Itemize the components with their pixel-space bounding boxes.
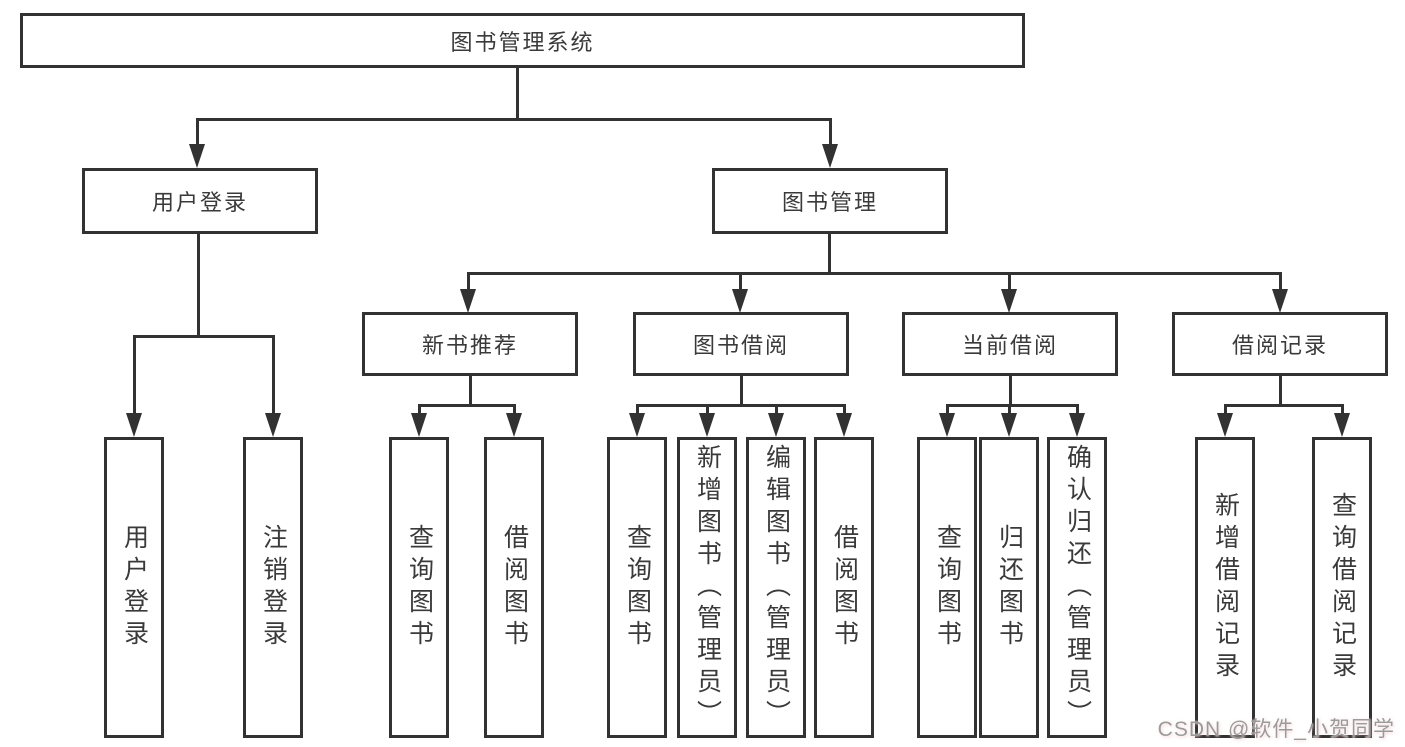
arrowhead-leaf [506,413,522,437]
leaf-label: 新增借阅记录 [1211,491,1240,684]
node-borrow-record: 借阅记录 [1172,312,1388,376]
node-label: 图书借阅 [692,333,789,358]
arrowhead-leaf [939,413,955,437]
connector-current-borrow-stem [1009,375,1012,407]
connector-user-login-stem [197,233,200,337]
connector-drop-book-borrow [739,272,742,292]
leaf-confirm-return-admin: 确认归还（管理员） [1047,437,1107,738]
arrowhead-borrow-record [1272,289,1288,313]
leaf-label: 确认归还（管理员） [1063,443,1092,732]
connector-drop-leaf [636,404,639,418]
connector-drop-leaf [706,404,709,418]
connector-drop-new-book [467,272,470,292]
node-book-mgmt: 图书管理 [712,168,948,234]
leaf-return-books: 归还图书 [979,437,1039,738]
connector-drop-leaf [1076,404,1079,418]
node-library-management-system: 图书管理系统 [20,13,1025,68]
leaf-label: 注销登录 [259,523,288,652]
leaf-borrow-books-newbook: 借阅图书 [484,437,544,738]
connector-drop-book-mgmt [829,118,832,148]
connector-book-mgmt-stem [828,233,831,275]
connector-book-borrow-bar [636,404,845,407]
connector-drop-leaf [513,404,516,418]
connector-level2-bar [467,272,1282,275]
leaf-label: 用户登录 [120,523,149,652]
leaf-borrow-books: 借阅图书 [814,437,874,738]
node-book-borrow: 图书借阅 [633,312,849,376]
connector-borrow-record-bar [1224,404,1343,407]
node-label: 图书管理系统 [450,29,595,55]
connector-drop-leaf [418,404,421,418]
csdn-watermark: CSDN @软件_小贺同学 [1157,718,1395,741]
node-user-login: 用户登录 [82,168,318,234]
node-label: 用户登录 [151,190,248,215]
connector-drop-leaf [1224,404,1227,418]
leaf-label: 查询图书 [623,523,652,652]
arrowhead-leaf [1001,413,1017,437]
leaf-query-books-newbook: 查询图书 [389,437,449,738]
connector-drop-login-leaf [133,335,136,415]
leaf-label: 新增图书（管理员） [693,443,722,732]
arrowhead-leaf [1334,413,1350,437]
connector-drop-leaf [775,404,778,418]
connector-drop-leaf [946,404,949,418]
arrowhead-leaf [629,413,645,437]
node-label: 借阅记录 [1231,333,1328,358]
arrowhead-login-leaf [126,413,142,437]
connector-new-book-bar [418,404,516,407]
arrowhead-book-mgmt [822,144,838,168]
leaf-label: 查询图书 [933,523,962,652]
leaf-label: 借阅图书 [500,523,529,652]
node-label: 新书推荐 [421,333,518,358]
leaf-label: 查询借阅记录 [1328,491,1357,684]
connector-drop-leaf [1341,404,1344,418]
arrowhead-leaf [1069,413,1085,437]
node-current-borrow: 当前借阅 [902,312,1118,376]
node-label: 图书管理 [781,190,878,215]
connector-root-bar [197,118,832,121]
leaf-query-books-current: 查询图书 [917,437,977,738]
leaf-logout: 注销登录 [243,437,303,738]
leaf-label: 借阅图书 [830,523,859,652]
connector-book-borrow-stem [740,375,743,407]
leaf-query-borrow-record: 查询借阅记录 [1312,437,1372,738]
connector-drop-leaf [843,404,846,418]
connector-drop-borrow-record [1279,272,1282,292]
connector-current-borrow-bar [946,404,1078,407]
connector-drop-current-borrow [1008,272,1011,292]
leaf-label: 查询图书 [405,523,434,652]
leaf-add-borrow-record: 新增借阅记录 [1195,437,1255,738]
arrowhead-book-borrow [732,289,748,313]
arrowhead-leaf [836,413,852,437]
connector-user-login-bar [133,335,275,338]
arrowhead-leaf [411,413,427,437]
arrowhead-current-borrow [1001,289,1017,313]
leaf-user-login: 用户登录 [104,437,164,738]
leaf-edit-books-admin: 编辑图书（管理员） [746,437,806,738]
leaf-label: 归还图书 [995,523,1024,652]
node-new-book: 新书推荐 [362,312,578,376]
arrowhead-leaf [699,413,715,437]
leaf-label: 编辑图书（管理员） [762,443,791,732]
connector-new-book-stem [469,375,472,407]
leaf-query-books-borrow: 查询图书 [607,437,667,738]
connector-drop-user-login [196,118,199,148]
arrowhead-leaf [1217,413,1233,437]
arrowhead-logout-leaf [265,413,281,437]
connector-root-stem [516,67,519,120]
connector-drop-leaf [1008,404,1011,418]
arrowhead-leaf [768,413,784,437]
connector-drop-logout-leaf [272,335,275,415]
leaf-add-books-admin: 新增图书（管理员） [677,437,737,738]
connector-borrow-record-stem [1279,375,1282,407]
arrowhead-user-login [189,144,205,168]
node-label: 当前借阅 [961,333,1058,358]
arrowhead-new-book [460,289,476,313]
